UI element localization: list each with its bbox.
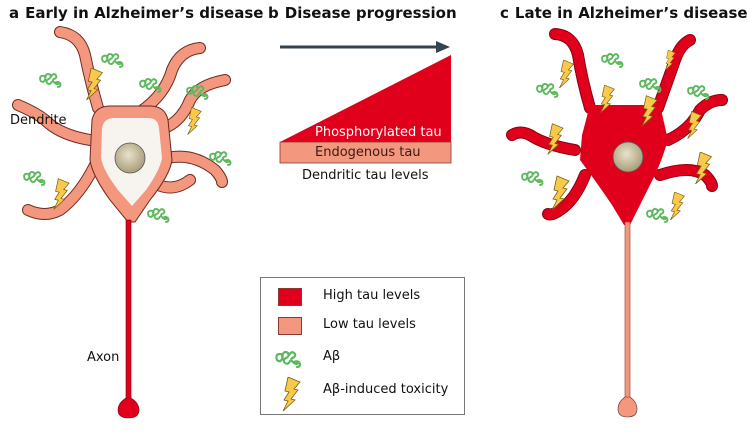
phosphorylated-tau-label: Phosphorylated tau [315,125,442,140]
axon-label: Axon [87,350,120,365]
panel-a-title-text: Early in Alzheimer’s disease [25,4,264,22]
panel-a-letter: a [9,4,20,22]
panel-c-letter: c [500,4,509,22]
phosphorylated-tau-wedge [280,55,451,142]
amyloid-beta-icon [687,84,710,100]
amyloid-beta-icon [639,77,662,93]
amyloid-beta-icon [521,170,544,186]
endogenous-tau-label: Endogenous tau [315,145,421,160]
panel-c-axon [624,221,631,400]
legend-label-low-tau: Low tau levels [323,317,416,332]
panel-a-axon-terminal [117,397,140,419]
legend-label-toxicity: Aβ-induced toxicity [323,382,449,397]
lightning-icon [669,192,685,220]
lightning-icon [558,60,574,88]
panel-a-axon [125,219,132,401]
amyloid-beta-icon [275,350,302,369]
amyloid-beta-icon [147,207,170,223]
panel-c-title-text: Late in Alzheimer’s disease [514,4,747,22]
amyloid-beta-icon [646,207,669,223]
legend-label-amyloid-beta: Aβ [323,349,341,364]
legend: High tau levels Low tau levels Aβ Aβ-ind… [260,277,465,415]
panel-c-axon-terminal [617,396,638,418]
panel-c-nucleus [612,141,644,173]
amyloid-beta-icon [601,52,624,68]
high-tau-swatch [278,288,302,306]
amyloid-beta-icon [139,77,162,93]
low-tau-swatch [278,317,302,335]
panel-c-title: c Late in Alzheimer’s disease [500,4,747,22]
panel-b-title: b Disease progression [268,4,457,22]
legend-label-high-tau: High tau levels [323,288,421,303]
panel-b-diagram [279,41,452,164]
dendritic-tau-caption: Dendritic tau levels [302,168,429,183]
panel-a-title: a Early in Alzheimer’s disease [9,4,263,22]
amyloid-beta-icon [536,82,559,98]
panel-a-neuron [12,26,231,419]
panel-b-title-text: Disease progression [284,4,457,22]
panel-b-letter: b [268,4,279,22]
amyloid-beta-icon [39,72,62,88]
panel-a-nucleus [114,142,146,174]
amyloid-beta-icon [23,170,46,186]
dendrite-label: Dendrite [10,113,67,128]
amyloid-beta-icon [101,52,124,68]
endogenous-tau-bar [279,141,452,164]
lightning-icon [282,377,301,411]
progression-arrow-head [436,41,450,53]
